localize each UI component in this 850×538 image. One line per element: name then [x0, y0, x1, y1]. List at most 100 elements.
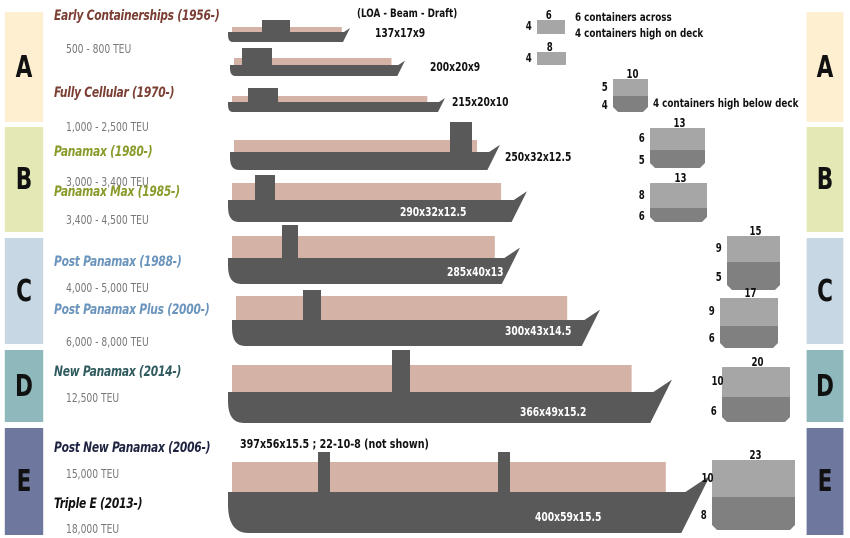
right-band-d: D	[806, 350, 844, 422]
superstructure	[450, 122, 472, 152]
class-name: Post Panamax Plus (2000-)	[54, 302, 210, 318]
ship-dimensions: 137x17x9	[375, 26, 426, 40]
hold-container-block	[650, 208, 707, 222]
class-teu: 1,000 - 2,500 TEU	[66, 120, 149, 134]
class-name: Post New Panamax (2006-)	[54, 440, 211, 456]
superstructure	[303, 290, 321, 320]
class-teu: 6,000 - 8,000 TEU	[66, 335, 149, 349]
ship-hull	[230, 144, 500, 170]
containers-across: 23	[749, 448, 762, 462]
superstructure	[318, 452, 330, 492]
containers-below-deck: 6	[708, 331, 715, 345]
containers-across: 13	[674, 171, 687, 185]
right-band-e: E	[806, 428, 844, 535]
ship-hull	[230, 60, 405, 76]
dims-legend: (LOA - Beam - Draft)	[357, 6, 458, 20]
class-name: Post Panamax (1988-)	[54, 254, 182, 270]
superstructure	[248, 88, 278, 102]
deck-note: 4 containers high on deck	[575, 26, 704, 40]
deck-container-block	[722, 367, 790, 397]
cargo-stack	[236, 296, 568, 320]
ship-dimensions: 250x32x12.5	[505, 150, 572, 164]
containers-across: 17	[744, 286, 757, 300]
hold-container-block	[613, 96, 648, 112]
left-band-c: C	[4, 238, 44, 344]
cargo-stack	[234, 140, 477, 152]
class-teu: 3,000 - 3,400 TEU	[66, 175, 149, 189]
containers-below-deck: 8	[700, 507, 707, 522]
containers-below-deck: 6	[710, 403, 717, 418]
containers-across: 10	[626, 67, 639, 81]
hold-container-block	[720, 326, 778, 348]
cargo-stack	[232, 462, 666, 492]
deck-container-block	[613, 79, 648, 96]
class-name: Early Containerships (1956-)	[54, 8, 220, 24]
cargo-stack	[232, 96, 428, 102]
containers-on-deck: 9	[708, 304, 715, 318]
post-new-panamax-dims: 397x56x15.5 ; 22-10-8 (not shown)	[240, 436, 429, 451]
ship-dimensions: 290x32x12.5	[400, 205, 467, 219]
ship-dimensions: 200x20x9	[430, 60, 481, 74]
right-band-b: B	[806, 127, 844, 232]
left-band-e: E	[4, 428, 44, 535]
class-teu: 4,000 - 5,000 TEU	[66, 281, 149, 295]
hold-container-block	[712, 497, 795, 530]
left-band-b: B	[4, 127, 44, 232]
containers-across: 13	[673, 116, 686, 130]
deck-container-block	[727, 236, 780, 262]
ship-hull	[228, 191, 527, 222]
left-band-d: D	[4, 350, 44, 422]
containers-below-deck: 5	[638, 153, 645, 167]
deck-container-block	[650, 128, 705, 150]
class-name: Panamax (1980-)	[54, 144, 153, 160]
containers-on-deck: 9	[715, 241, 722, 255]
ship-hull	[228, 247, 520, 284]
class-teu: 15,000 TEU	[66, 467, 120, 481]
hold-container-block	[722, 397, 790, 422]
ship-dimensions: 366x49x15.2	[520, 405, 587, 419]
superstructure	[255, 175, 275, 200]
superstructure	[498, 452, 510, 492]
containers-below-deck: 6	[638, 209, 645, 223]
cargo-stack	[232, 183, 502, 200]
containers-across: 8	[546, 40, 553, 54]
hold-container-block	[727, 262, 780, 290]
class-teu: 500 - 800 TEU	[66, 42, 132, 56]
deck-container-block	[650, 183, 707, 208]
superstructure	[262, 20, 290, 32]
containers-on-deck: 10	[711, 374, 724, 388]
ship-hull	[232, 309, 600, 346]
ship-hull	[228, 98, 445, 112]
across-note: 6 containers across	[575, 10, 672, 24]
containers-across: 15	[749, 224, 762, 238]
superstructure	[392, 350, 410, 392]
class-name: Fully Cellular (1970-)	[54, 85, 175, 101]
class-name: Panamax Max (1985-)	[54, 184, 180, 200]
ship-dimensions: 285x40x13	[447, 265, 504, 279]
deck-container-block	[712, 460, 795, 497]
containers-on-deck: 4	[525, 19, 532, 33]
ship-hull	[228, 475, 710, 533]
containers-on-deck: 4	[525, 50, 532, 65]
class-name: New Panamax (2014-)	[54, 364, 182, 380]
cargo-stack	[232, 236, 495, 258]
class-teu: 12,500 TEU	[66, 391, 120, 405]
containers-across: 6	[545, 8, 552, 22]
containers-on-deck: 8	[638, 187, 645, 202]
ship-dimensions: 215x20x10	[452, 95, 509, 109]
deck-container-block	[720, 298, 778, 326]
cargo-stack	[234, 58, 392, 65]
right-band-c: C	[806, 238, 844, 344]
ship-dimensions: 300x43x14.5	[505, 324, 572, 338]
left-band-a: A	[4, 12, 44, 122]
deck-container-block	[537, 20, 565, 34]
containers-across: 20	[751, 355, 764, 369]
deck-container-block	[537, 52, 566, 65]
cargo-stack	[232, 365, 632, 392]
hold-container-block	[650, 150, 705, 168]
superstructure	[242, 48, 272, 65]
containers-on-deck: 10	[701, 470, 714, 485]
containers-below-deck: 5	[715, 270, 722, 284]
